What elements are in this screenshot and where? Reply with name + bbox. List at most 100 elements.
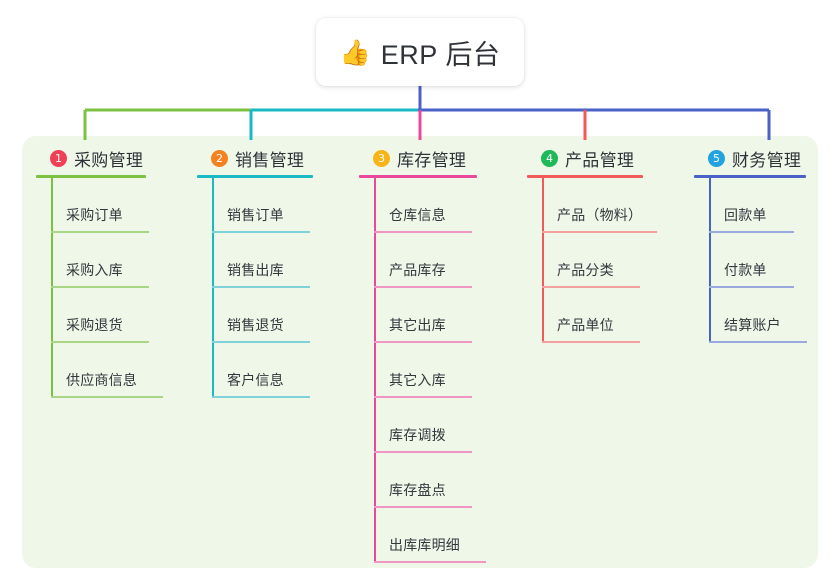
branch-number-badge: 2	[211, 149, 228, 167]
branch-header-rule	[527, 175, 643, 178]
branch-number-badge: 3	[373, 149, 390, 167]
branch-title: 销售管理	[235, 150, 305, 170]
branch-item-label: 销售出库	[227, 262, 284, 278]
branch-spine	[542, 178, 544, 343]
branch-item[interactable]: 销售退货	[197, 288, 313, 343]
branch-item[interactable]: 销售订单	[197, 178, 313, 233]
branch-item-rule	[542, 341, 640, 343]
branch-item[interactable]: 仓库信息	[359, 178, 477, 233]
branch-item-rule	[374, 286, 472, 288]
branch-item-label: 采购入库	[66, 262, 123, 278]
branch-header-rule	[36, 175, 146, 178]
branch-item[interactable]: 客户信息	[197, 343, 313, 398]
branch-header-rule	[694, 175, 806, 178]
branch-spine	[709, 178, 711, 343]
branch-item-rule	[51, 231, 149, 233]
branch-item-label: 库存调拨	[389, 427, 446, 443]
branch-item-rule	[212, 396, 310, 398]
branch-item-label: 其它入库	[389, 372, 446, 388]
branch-item[interactable]: 其它入库	[359, 343, 477, 398]
branch-item-label: 销售退货	[227, 317, 284, 333]
branch-number-badge: 1	[50, 149, 67, 167]
branch-item[interactable]: 采购退货	[36, 288, 149, 343]
branch-item-label: 出库库明细	[389, 537, 460, 553]
branch-item[interactable]: 产品单位	[527, 288, 643, 343]
branch-item[interactable]: 产品分类	[527, 233, 643, 288]
branch-title: 财务管理	[732, 150, 802, 170]
branch-item-label: 采购订单	[66, 207, 123, 223]
branch-item-rule	[212, 231, 310, 233]
branch-item-rule	[709, 286, 794, 288]
branch-item-list: 采购订单采购入库采购退货供应商信息	[36, 178, 163, 398]
branch-item-label: 结算账户	[724, 317, 781, 333]
branch-item-label: 库存盘点	[389, 482, 446, 498]
branch-item-rule	[51, 396, 163, 398]
branch-item-rule	[374, 506, 472, 508]
branch-item[interactable]: 供应商信息	[36, 343, 163, 398]
branch-item-label: 付款单	[724, 262, 767, 278]
branch-item-list: 回款单付款单结算账户	[694, 178, 807, 343]
branch-header-5[interactable]: 5 财务管理	[694, 146, 806, 170]
branch-item[interactable]: 产品库存	[359, 233, 477, 288]
branch-item[interactable]: 回款单	[694, 178, 806, 233]
branch-header-2[interactable]: 2 销售管理	[197, 146, 313, 170]
branch-item-rule	[374, 396, 472, 398]
branch-item[interactable]: 付款单	[694, 233, 806, 288]
branch-item-rule	[374, 561, 486, 563]
branch-item[interactable]: 其它出库	[359, 288, 477, 343]
branch-column-2: 2 销售管理销售订单销售出库销售退货客户信息	[197, 146, 313, 398]
branch-item-label: 供应商信息	[66, 372, 137, 388]
branch-header-rule	[359, 175, 477, 178]
branch-item-label: 其它出库	[389, 317, 446, 333]
branch-item-rule	[542, 286, 640, 288]
branch-title: 库存管理	[397, 150, 467, 170]
branch-column-1: 1 采购管理采购订单采购入库采购退货供应商信息	[36, 146, 163, 398]
branch-title: 采购管理	[74, 150, 144, 170]
branch-item-rule	[709, 341, 807, 343]
root-node[interactable]: 👍 ERP 后台	[316, 18, 524, 86]
branch-header-1[interactable]: 1 采购管理	[36, 146, 146, 170]
branch-item-label: 客户信息	[227, 372, 284, 388]
branch-item[interactable]: 采购订单	[36, 178, 149, 233]
branch-item-rule	[542, 231, 657, 233]
branch-spine	[51, 178, 53, 398]
branch-column-4: 4 产品管理产品（物料） 产品分类产品单位	[527, 146, 657, 343]
branch-title: 产品管理	[565, 150, 635, 170]
branch-item-rule	[51, 341, 149, 343]
branch-item-list: 销售订单销售出库销售退货客户信息	[197, 178, 313, 398]
branch-item[interactable]: 出库库明细	[359, 508, 486, 563]
branch-spine	[212, 178, 214, 398]
branches-panel	[22, 136, 818, 568]
branch-item-label: 回款单	[724, 207, 767, 223]
branch-column-5: 5 财务管理回款单付款单结算账户	[694, 146, 807, 343]
branch-item[interactable]: 销售出库	[197, 233, 313, 288]
branch-item-label: 采购退货	[66, 317, 123, 333]
branch-item-label: 产品（物料）	[557, 207, 643, 223]
branch-item-list: 产品（物料） 产品分类产品单位	[527, 178, 657, 343]
branch-item-label: 产品库存	[389, 262, 446, 278]
branch-item-rule	[709, 231, 794, 233]
branch-number-badge: 5	[708, 149, 725, 167]
branch-column-3: 3 库存管理仓库信息产品库存其它出库其它入库库存调拨库存盘点出库库明细	[359, 146, 486, 563]
branch-item-rule	[374, 231, 472, 233]
branch-spine	[374, 178, 376, 563]
thumbs-up-icon: 👍	[339, 38, 371, 67]
branch-item[interactable]: 采购入库	[36, 233, 149, 288]
branch-item[interactable]: 库存盘点	[359, 453, 477, 508]
branch-item[interactable]: 产品（物料）	[527, 178, 657, 233]
branch-item-label: 产品分类	[557, 262, 614, 278]
root-node-label: ERP 后台	[380, 39, 501, 70]
branch-item-rule	[374, 341, 472, 343]
branch-item[interactable]: 库存调拨	[359, 398, 477, 453]
branch-number-badge: 4	[541, 149, 558, 167]
branch-item-label: 仓库信息	[389, 207, 446, 223]
branch-item-rule	[212, 341, 310, 343]
branch-header-4[interactable]: 4 产品管理	[527, 146, 643, 170]
branch-item-rule	[51, 286, 149, 288]
branch-item-rule	[212, 286, 310, 288]
branch-item-list: 仓库信息产品库存其它出库其它入库库存调拨库存盘点出库库明细	[359, 178, 486, 563]
branch-item[interactable]: 结算账户	[694, 288, 807, 343]
branch-header-3[interactable]: 3 库存管理	[359, 146, 477, 170]
branch-item-rule	[374, 451, 472, 453]
